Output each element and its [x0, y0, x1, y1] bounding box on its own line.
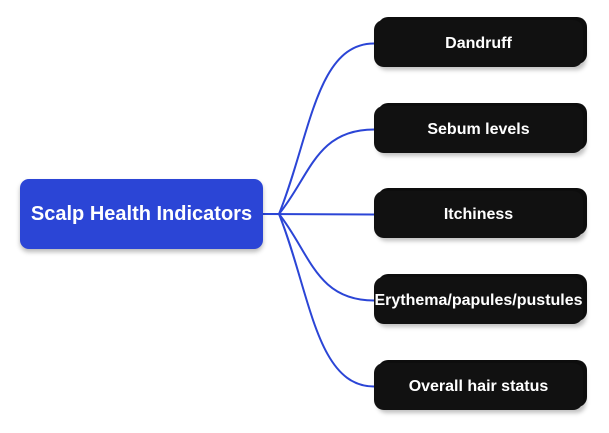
root-node-label: Scalp Health Indicators [30, 202, 253, 225]
connector-line-itchiness [262, 213, 375, 216]
node-sebum-levels[interactable]: Sebum levels [374, 106, 583, 153]
child-node-label: Erythema/papules/pustules [374, 291, 583, 309]
node-erythema-papules-pustules[interactable]: Erythema/papules/pustules [374, 277, 583, 324]
child-node-label: Sebum levels [427, 120, 530, 138]
connector-line-sebum-levels [262, 128, 375, 215]
connector-line-overall-hair-status [262, 213, 375, 388]
child-node-label: Itchiness [443, 205, 514, 223]
node-overall-hair-status[interactable]: Overall hair status [374, 363, 583, 410]
child-node-label: Dandruff [445, 34, 512, 52]
node-dandruff[interactable]: Dandruff [374, 20, 583, 67]
node-scalp-health-indicators[interactable]: Scalp Health Indicators [20, 179, 263, 249]
child-node-label: Overall hair status [408, 377, 549, 395]
connector-line-dandruff [262, 42, 375, 215]
node-itchiness[interactable]: Itchiness [374, 191, 583, 238]
connector-line-erythema-papules-pustules [262, 213, 375, 302]
